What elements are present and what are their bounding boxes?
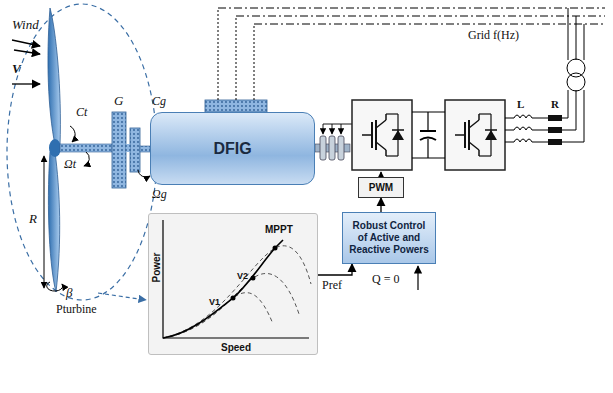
power-speed-chart: PowerSpeed MPPT V2V1 <box>148 213 318 355</box>
axis-label: MPPT <box>265 224 293 235</box>
symbol-label: Wind <box>12 18 39 32</box>
symbol-label: V <box>12 62 21 76</box>
axis-label: V1 <box>209 298 220 308</box>
curve-plot <box>149 214 317 354</box>
symbol-label: L <box>517 98 524 110</box>
control-box: Robust Control of Active and Reactive Po… <box>342 212 436 264</box>
node-label: Robust Control of Active and Reactive Po… <box>347 220 431 256</box>
symbol-label: Ct <box>76 106 87 119</box>
symbol-label: R <box>551 98 559 110</box>
symbol-label: Ωt <box>64 158 76 171</box>
axis-label: V2 <box>237 272 248 282</box>
signal-arrow <box>380 198 381 212</box>
symbol-label: Ωg <box>152 188 167 201</box>
signal-arrow <box>318 264 352 275</box>
edge-label: Pref <box>322 279 342 292</box>
pwm-box: PWM <box>358 177 404 198</box>
symbol-label: Cg <box>152 95 166 108</box>
node-label: PWM <box>369 182 393 193</box>
axis-label: Speed <box>221 342 251 353</box>
generator-box: DFIG <box>150 112 315 185</box>
node-label: DFIG <box>213 140 251 158</box>
symbol-label: G <box>114 94 123 108</box>
symbol-label: R <box>29 212 37 226</box>
symbol-label: Pturbine <box>56 303 97 316</box>
symbol-label: Grid f(Hz) <box>468 29 519 42</box>
axis-label: Power <box>151 252 162 282</box>
symbol-label: β <box>66 286 72 300</box>
symbol-label: Q = 0 <box>372 273 399 286</box>
